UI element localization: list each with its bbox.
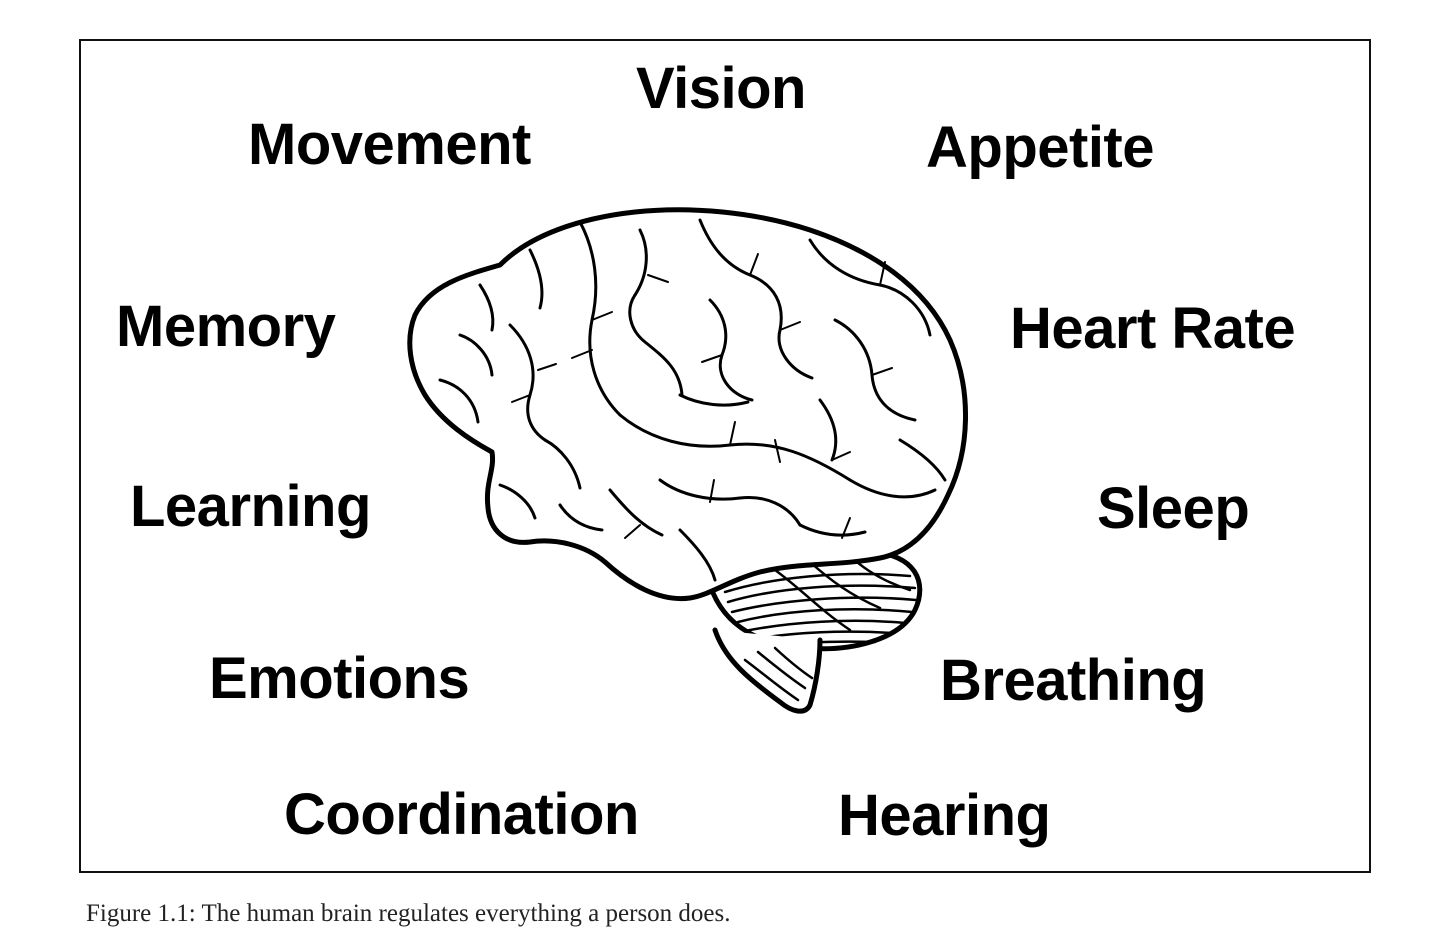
cerebrum-outline <box>407 207 969 602</box>
label-memory: Memory <box>116 294 336 359</box>
figure-caption: Figure 1.1: The human brain regulates ev… <box>86 900 731 927</box>
label-sleep: Sleep <box>1097 476 1250 541</box>
label-vision: Vision <box>636 56 806 121</box>
label-appetite: Appetite <box>926 115 1155 180</box>
brain-icon <box>407 207 969 714</box>
figure-frame <box>79 39 1371 873</box>
label-learning: Learning <box>130 474 371 539</box>
label-emotions: Emotions <box>209 646 470 711</box>
label-movement: Movement <box>248 112 531 177</box>
brainstem-outline <box>712 627 823 714</box>
label-coordination: Coordination <box>284 782 639 847</box>
label-breathing: Breathing <box>940 648 1207 713</box>
label-hearing: Hearing <box>838 783 1051 848</box>
label-heart-rate: Heart Rate <box>1010 296 1296 361</box>
